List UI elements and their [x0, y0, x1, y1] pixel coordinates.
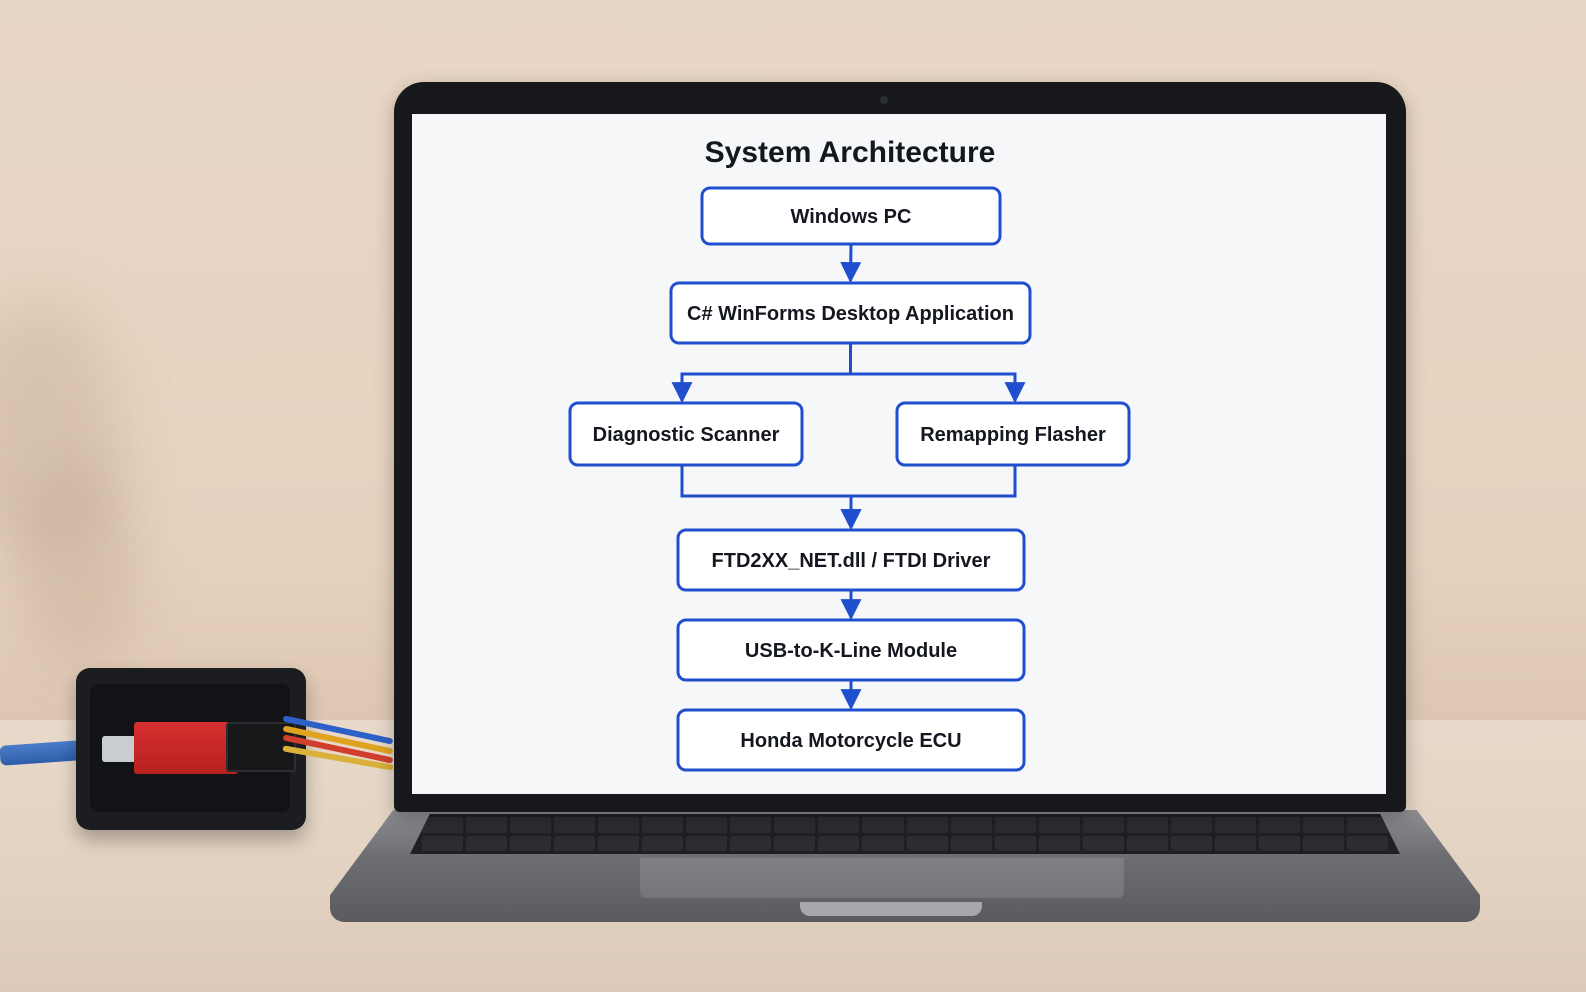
edge-desktop-app-to-remapping-flasher — [849, 343, 1026, 404]
node-honda-ecu: Honda Motorcycle ECU — [676, 708, 1026, 772]
keyboard-key — [686, 817, 728, 833]
node-box-windows-pc — [700, 186, 1002, 246]
keyboard-key — [774, 817, 816, 833]
keyboard-key — [642, 835, 684, 851]
diagram-title: System Architecture — [705, 136, 996, 169]
keyboard-key — [642, 817, 684, 833]
node-label-ftdi-driver: FTD2XX_NET.dll / FTDI Driver — [712, 550, 991, 572]
keyboard-key — [994, 817, 1036, 833]
diagram-edges — [671, 243, 1026, 711]
keyboard-key — [1038, 817, 1080, 833]
keyboard-key — [818, 835, 860, 851]
keyboard-key — [1258, 835, 1300, 851]
keyboard-key — [598, 817, 640, 833]
node-windows-pc: Windows PC — [700, 186, 1002, 246]
keyboard-key — [1214, 817, 1256, 833]
keyboard-key — [422, 835, 464, 851]
webcam — [880, 96, 888, 104]
keyboard-key — [1214, 835, 1256, 851]
wall-shadow — [20, 460, 140, 660]
keyboard-key — [686, 835, 728, 851]
keyboard-key — [1302, 817, 1344, 833]
node-box-desktop-app — [669, 281, 1032, 345]
node-box-honda-ecu — [676, 708, 1026, 772]
keyboard-key — [1258, 817, 1300, 833]
edge-desktop-app-to-diagnostic-scanner — [671, 343, 852, 404]
keyboard-key — [1170, 835, 1212, 851]
keyboard-key — [1082, 817, 1124, 833]
keyboard-key — [1346, 817, 1388, 833]
keyboard-key — [906, 817, 948, 833]
keyboard-key — [906, 835, 948, 851]
keyboard-key — [554, 817, 596, 833]
keyboard-key — [950, 835, 992, 851]
node-diagnostic-scanner: Diagnostic Scanner — [568, 401, 804, 467]
keyboard-key — [730, 835, 772, 851]
keyboard-key — [466, 817, 508, 833]
edge-windows-pc-to-desktop-app — [840, 243, 862, 284]
node-label-honda-ecu: Honda Motorcycle ECU — [740, 730, 961, 752]
node-box-remapping-flasher — [895, 401, 1131, 467]
keyboard-key — [422, 817, 464, 833]
laptop-keyboard — [410, 814, 1400, 854]
node-box-kline-module — [676, 618, 1026, 682]
laptop-lip — [800, 902, 982, 916]
laptop-screen: System Architecture Windows PC C# WinForm… — [412, 114, 1386, 794]
keyboard-key — [1346, 835, 1388, 851]
laptop-trackpad — [640, 858, 1124, 898]
node-label-remapping-flasher: Remapping Flasher — [920, 424, 1106, 446]
adapter-circuit-board — [134, 722, 238, 774]
keyboard-key — [862, 835, 904, 851]
keyboard-key — [598, 835, 640, 851]
node-remapping-flasher: Remapping Flasher — [895, 401, 1131, 467]
keyboard-key — [862, 817, 904, 833]
keyboard-key — [730, 817, 772, 833]
node-box-diagnostic-scanner — [568, 401, 804, 467]
keyboard-key — [774, 835, 816, 851]
node-kline-module: USB-to-K-Line Module — [676, 618, 1026, 682]
keyboard-key — [1170, 817, 1212, 833]
keyboard-key — [554, 835, 596, 851]
keyboard-key — [1038, 835, 1080, 851]
node-label-diagnostic-scanner: Diagnostic Scanner — [593, 424, 780, 446]
keyboard-key — [1082, 835, 1124, 851]
node-box-ftdi-driver — [676, 528, 1026, 592]
node-label-desktop-app: C# WinForms Desktop Application — [687, 303, 1014, 325]
keyboard-key — [510, 835, 552, 851]
keyboard-key — [510, 817, 552, 833]
keyboard-key — [1126, 817, 1168, 833]
diagram-nodes: Windows PC C# WinForms Desktop Applicatio… — [568, 186, 1131, 772]
keyboard-key — [1126, 835, 1168, 851]
keyboard-key — [1302, 835, 1344, 851]
edge-remapping-flasher-to-ftdi-driver — [840, 465, 1017, 531]
keyboard-key — [466, 835, 508, 851]
edge-diagnostic-scanner-to-ftdi-driver — [680, 465, 862, 531]
node-desktop-app: C# WinForms Desktop Application — [669, 281, 1032, 345]
node-label-windows-pc: Windows PC — [791, 206, 912, 228]
usb-plug — [102, 736, 138, 762]
node-ftdi-driver: FTD2XX_NET.dll / FTDI Driver — [676, 528, 1026, 592]
architecture-diagram: System Architecture Windows PC C# WinForm… — [568, 136, 1131, 772]
keyboard-key — [950, 817, 992, 833]
keyboard-key — [818, 817, 860, 833]
keyboard-key — [994, 835, 1036, 851]
node-label-kline-module: USB-to-K-Line Module — [745, 640, 957, 662]
